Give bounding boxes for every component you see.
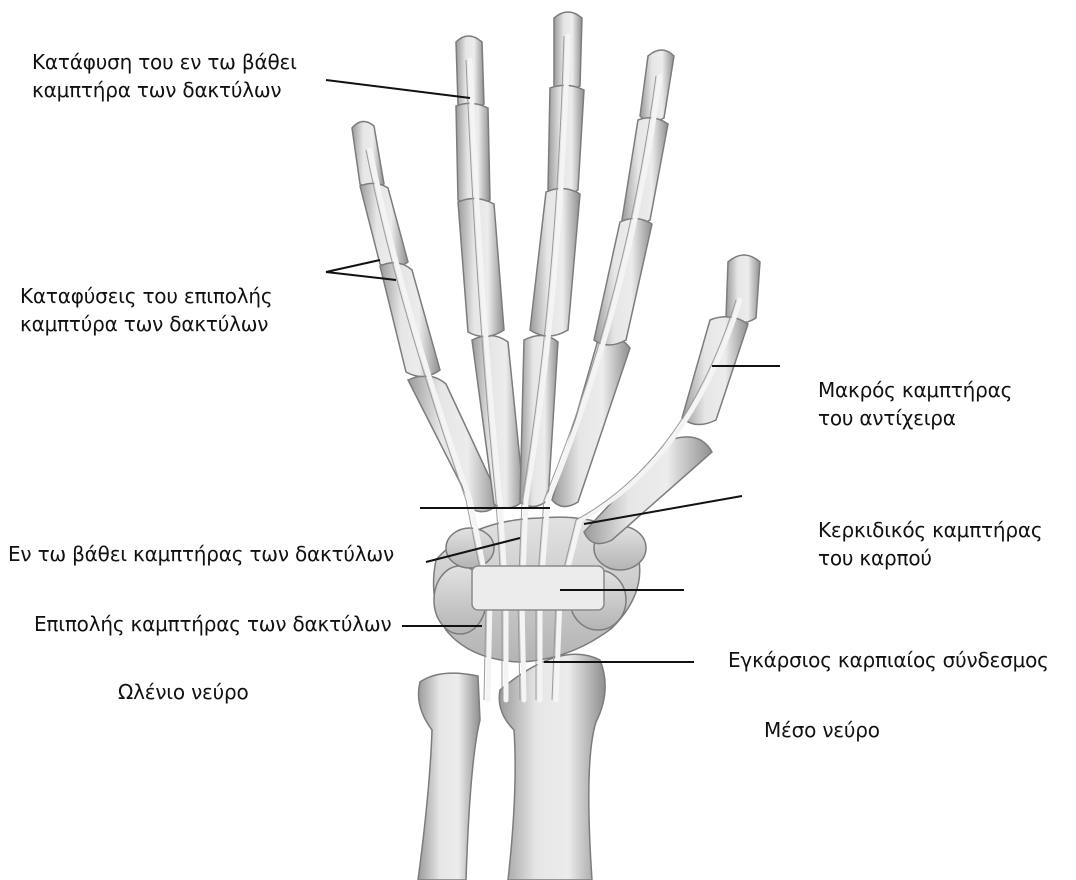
label-fcr: Κερκιδικός καμπτήρας του καρπού bbox=[818, 516, 1042, 572]
ring-finger bbox=[456, 36, 504, 337]
transverse-carpal-ligament-band bbox=[472, 566, 604, 610]
little-finger bbox=[352, 121, 440, 376]
label-fpl: Μακρός καμπτήρας του αντίχειρα bbox=[818, 376, 1012, 432]
middle-finger bbox=[530, 12, 584, 336]
label-transverse-carpal-ligament: Εγκάρσιος καρπιαίος σύνδεσμος bbox=[728, 646, 1049, 674]
label-fdp: Εν τω βάθει καμπτήρας των δακτύλων bbox=[8, 540, 394, 568]
label-median-nerve: Μέσο νεύρο bbox=[764, 716, 880, 744]
index-finger bbox=[594, 50, 674, 345]
label-fdp-insertion: Κατάφυση του εν τω βάθει καμπτήρα των δα… bbox=[32, 48, 297, 104]
leader-fdp-insertion bbox=[326, 80, 470, 98]
label-ulnar-nerve: Ωλένιο νεύρο bbox=[118, 678, 249, 706]
leader-fds-insertion-a bbox=[326, 260, 380, 272]
label-fds: Επιπολής καμπτήρας των δακτύλων bbox=[34, 610, 391, 638]
metacarpals bbox=[408, 335, 712, 543]
forearm-bones bbox=[418, 654, 605, 880]
label-fds-insertions: Καταφύσεις του επιπολής καμπτύρα των δακ… bbox=[20, 282, 272, 338]
ulna bbox=[418, 673, 480, 880]
